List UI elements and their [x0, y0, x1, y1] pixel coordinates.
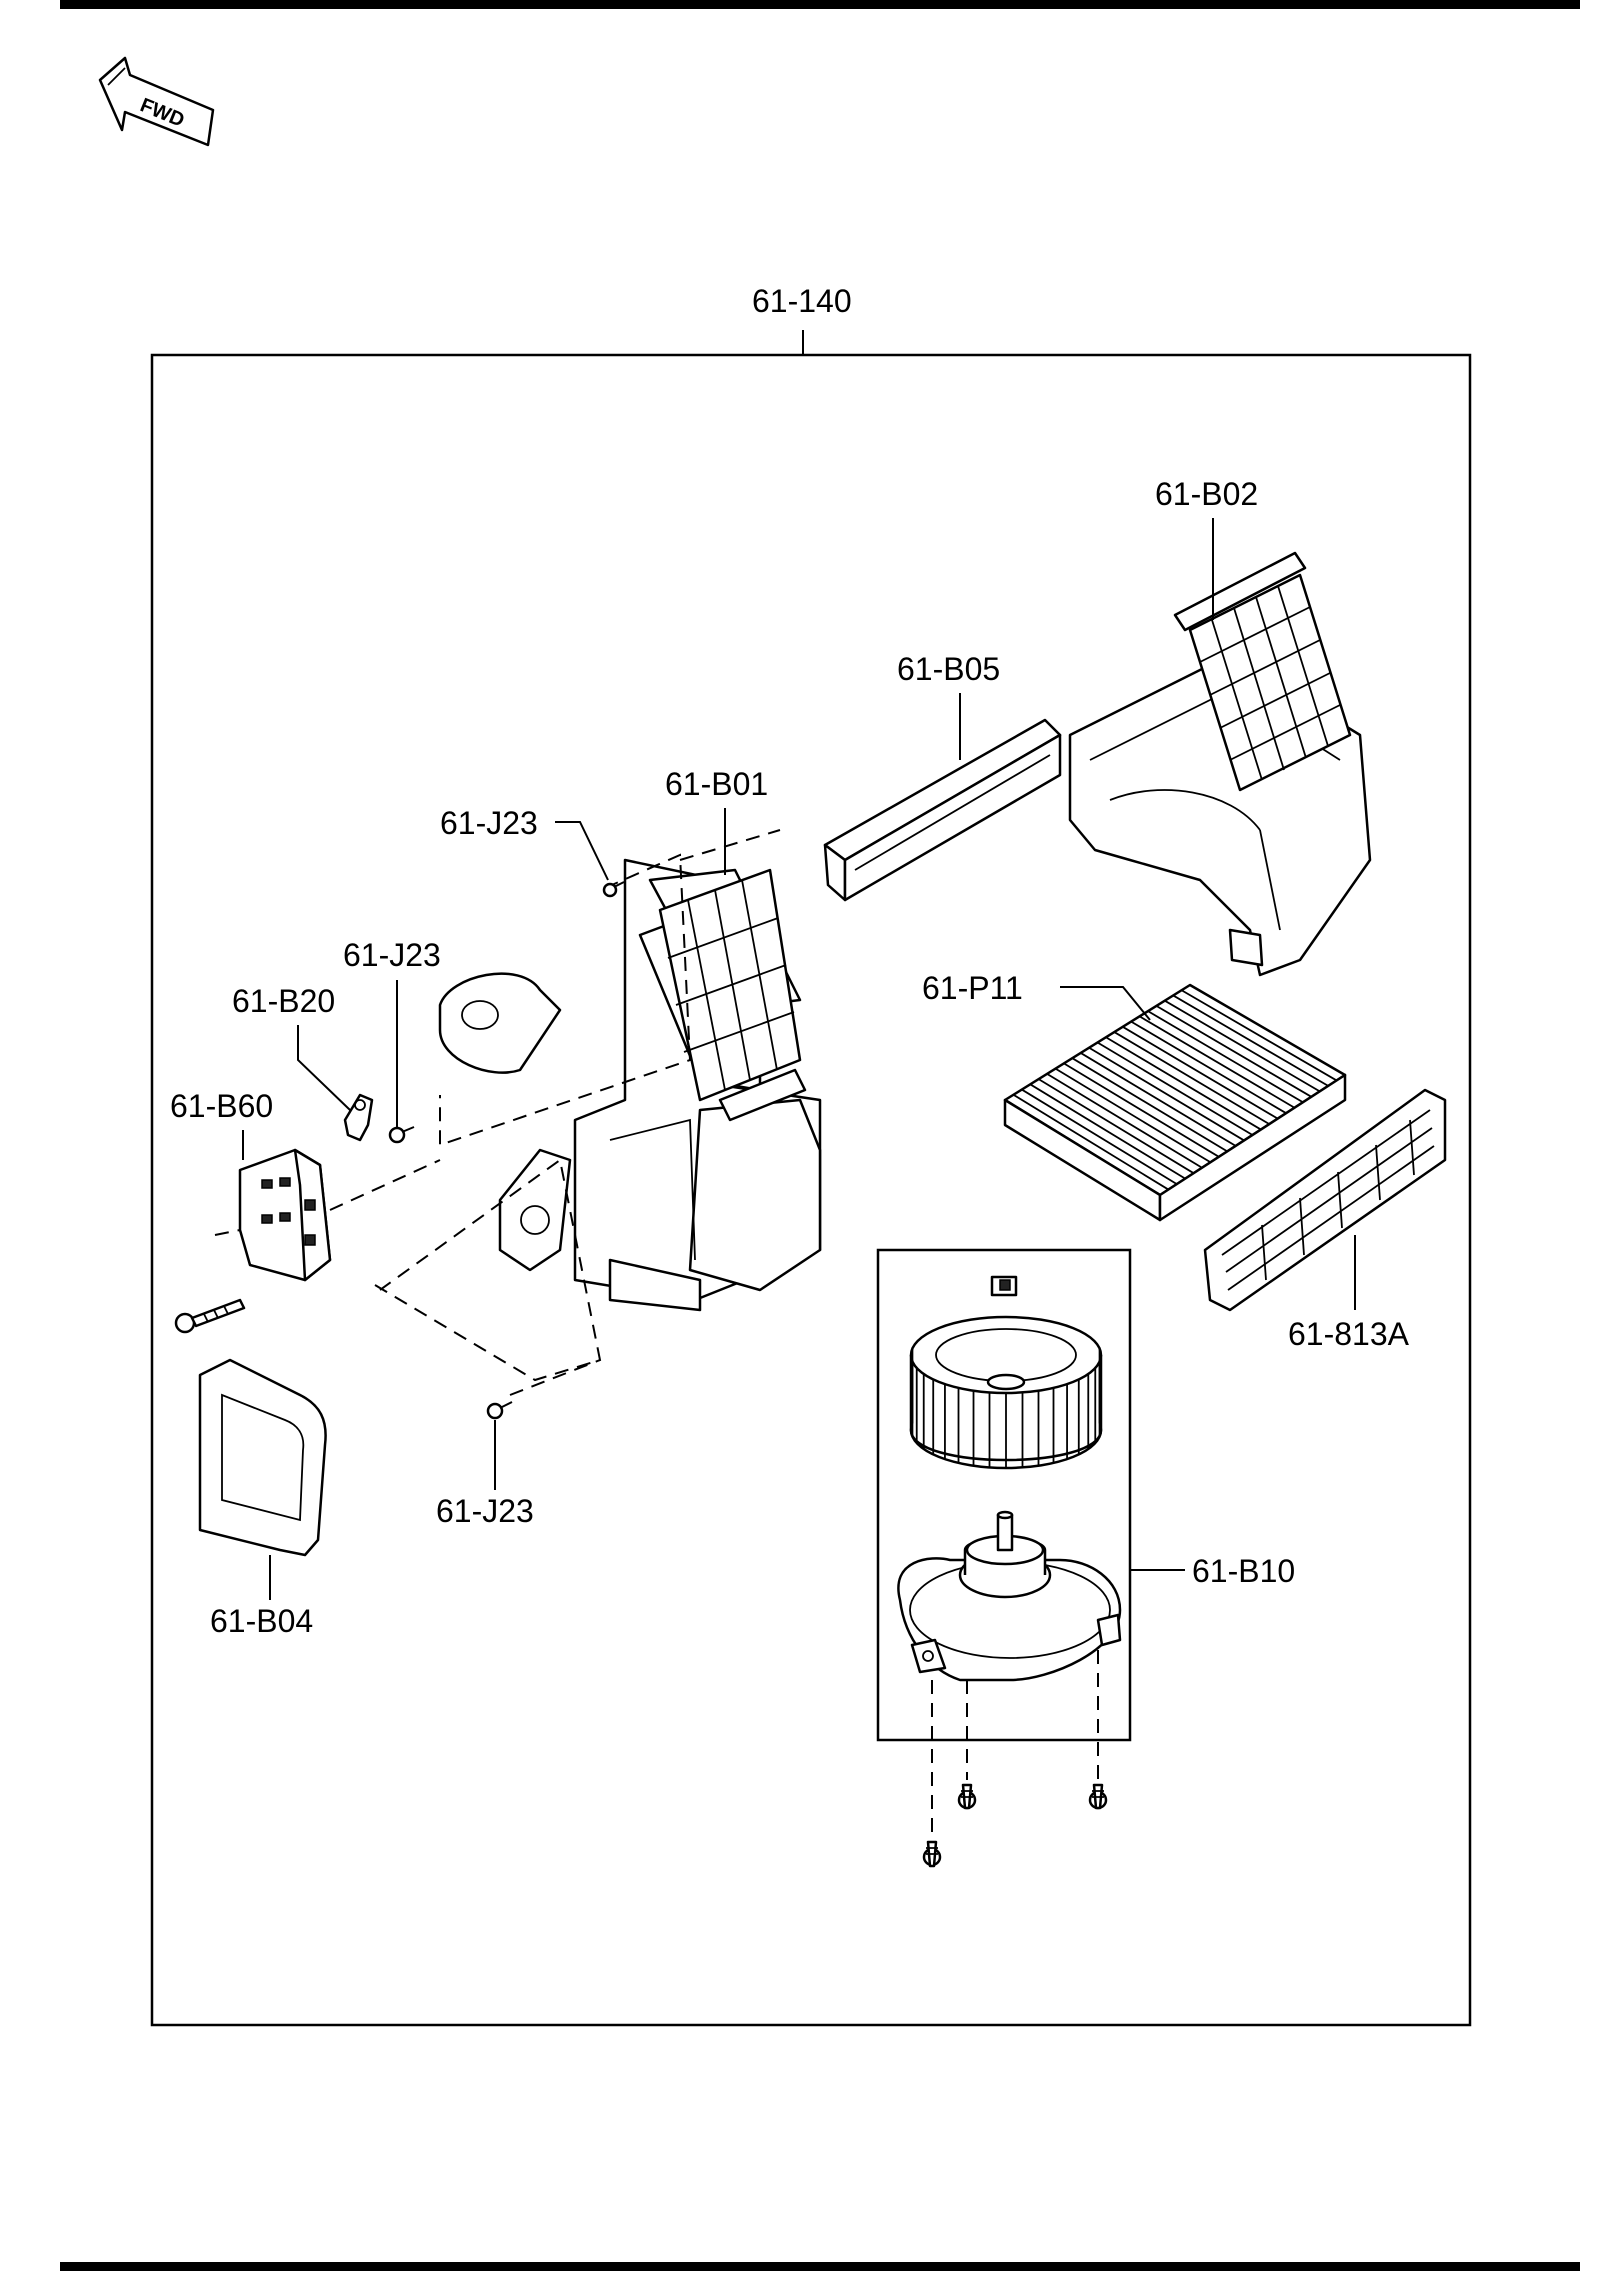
assembly-guide — [439, 853, 692, 1147]
b60-label: 61-B60 — [170, 1088, 273, 1124]
screw-top-icon — [602, 881, 625, 898]
long-screw-icon — [174, 1298, 246, 1334]
b05-label: 61-B05 — [897, 651, 1000, 687]
seal-ring — [198, 1358, 327, 1557]
motor — [897, 1510, 1122, 1682]
blower-case — [438, 829, 822, 1312]
j23-bottom-label: 61-J23 — [436, 1493, 534, 1529]
screw-bottom-icon — [486, 1401, 513, 1420]
assembly-guide-screw — [509, 1359, 601, 1396]
p11-label: 61-P11 — [922, 970, 1023, 1006]
clip-icon — [990, 1275, 1018, 1297]
bottom-rule — [60, 2262, 1580, 2271]
assembly-frame — [150, 353, 1472, 2027]
b20-leader — [297, 1025, 351, 1111]
r813a-label: 61-813A — [1288, 1316, 1410, 1352]
motor-screw-icon-2 — [957, 1783, 977, 1810]
j23-mid-label: 61-J23 — [343, 937, 441, 973]
j23-top-leader — [555, 821, 609, 881]
cabin-filter — [1003, 983, 1347, 1222]
link-lever — [343, 1093, 374, 1142]
p11-leader — [1060, 986, 1151, 1021]
rear-housing — [1068, 551, 1372, 977]
top-rule — [60, 0, 1580, 9]
grille-panel — [1203, 1088, 1447, 1312]
resistor-module — [214, 1148, 441, 1282]
b20-label: 61-B20 — [232, 983, 335, 1019]
b01-label: 61-B01 — [665, 766, 768, 802]
b10-label: 61-B10 — [1192, 1553, 1295, 1589]
motor-screw-icon-3 — [1088, 1783, 1108, 1810]
b04-label: 61-B04 — [210, 1603, 313, 1639]
fan-wheel — [909, 1315, 1103, 1470]
j23-top-label: 61-J23 — [440, 805, 538, 841]
gasket-strip — [823, 718, 1062, 902]
assembly-label: 61-140 — [752, 283, 852, 319]
assembly-guide-lower — [374, 1158, 602, 1382]
blower-motor-box — [876, 1248, 1132, 1742]
b02-label: 61-B02 — [1155, 476, 1258, 512]
screw-mid-icon — [388, 1126, 415, 1144]
motor-screw-icon-1 — [922, 1840, 942, 1868]
fwd-arrow-icon: FWD — [98, 56, 215, 147]
